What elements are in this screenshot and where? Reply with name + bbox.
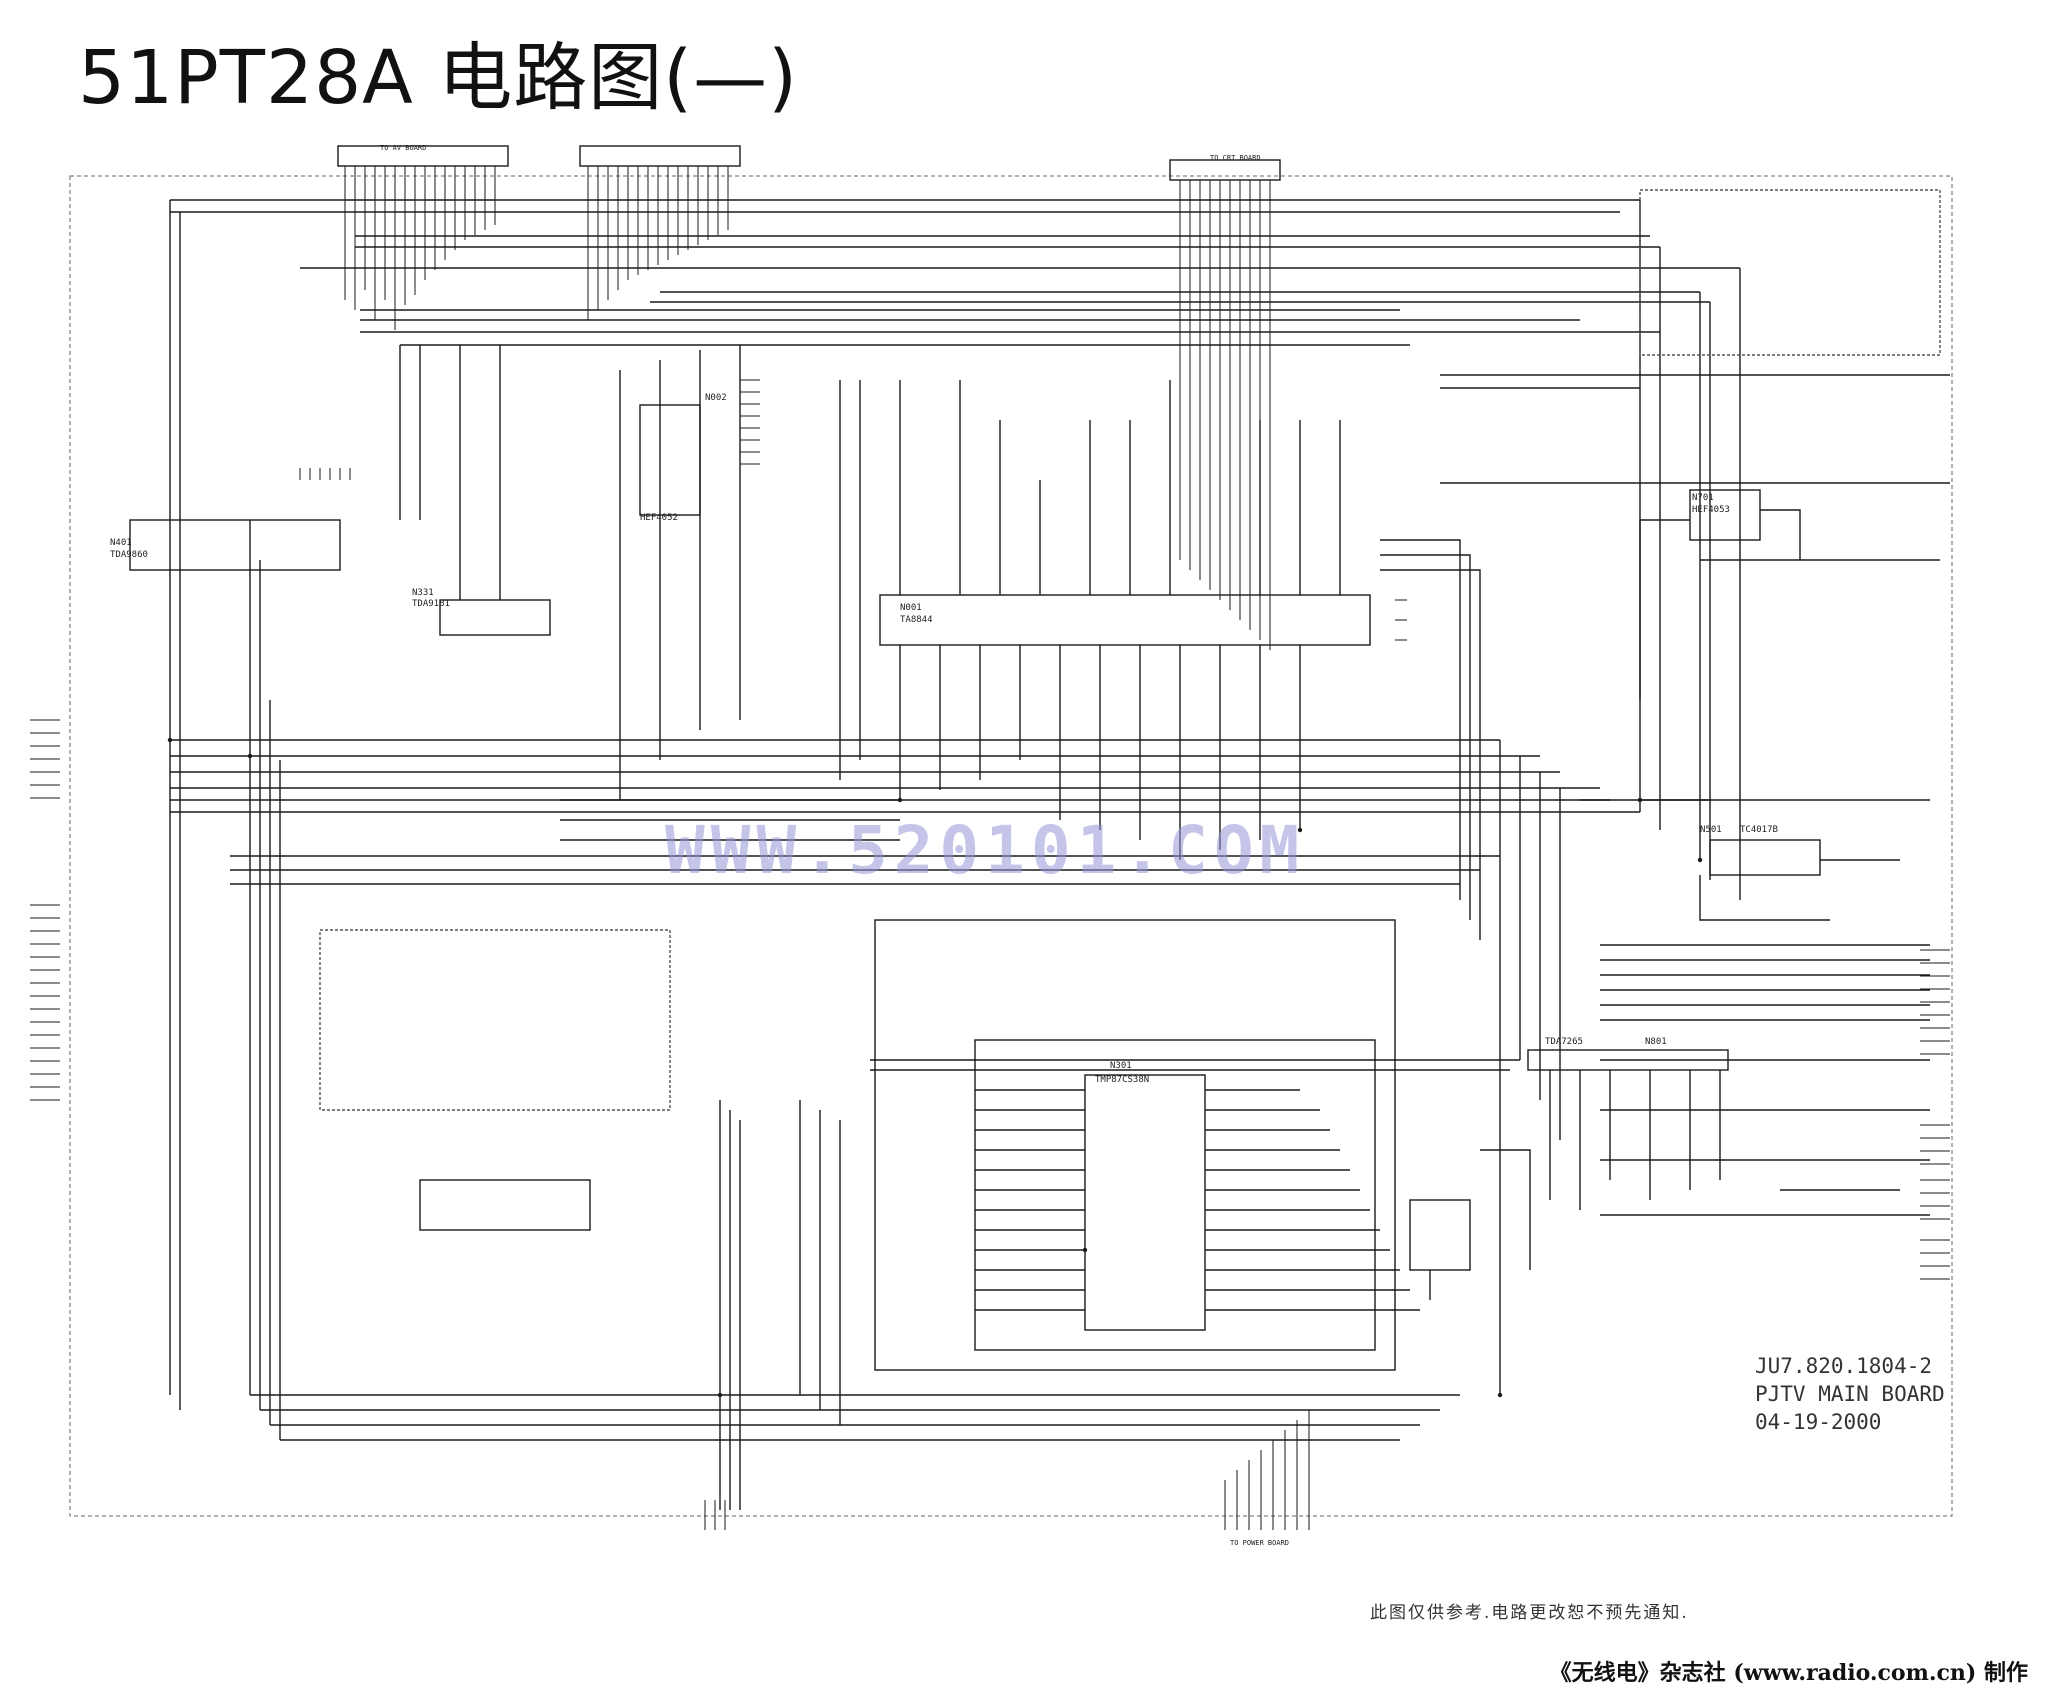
board-name: PJTV MAIN BOARD [1755,1382,1945,1406]
ic-ref-label: N501 [1700,825,1722,835]
ic-part-label: HEF4053 [1692,505,1730,515]
ic-part-label: HEF4052 [640,513,678,523]
page-title: 51PT28A 电路图(—) [78,35,799,121]
ic-part-label: TDA7265 [1545,1037,1583,1047]
ic-ref-label: N002 [705,393,727,403]
publisher-credit: 《无线电》杂志社 (www.radio.com.cn) 制作 [1549,1660,2028,1686]
board-date: 04-19-2000 [1755,1410,1882,1434]
ic-ref-label: N801 [1645,1037,1667,1047]
ic-ref-label: N001 [900,603,922,613]
connector-label-power-board: TO POWER BOARD [1230,1539,1289,1547]
watermark-text: WWW.520101.COM [665,812,1306,889]
ic-ref-label: N331 [412,588,434,598]
ic-ref-label: N301 [1110,1061,1132,1071]
disclaimer-note: 此图仅供参考.电路更改恕不预先通知. [1370,1603,1689,1623]
connector-label-av-board: TO AV BOARD [380,144,426,152]
ic-part-label: TDA9860 [110,550,148,560]
ic-ref-label: N401 [110,538,132,548]
board-part-number: JU7.820.1804-2 [1755,1354,1933,1378]
ic-part-label: TA8844 [900,615,933,625]
ic-part-label: TMP87CS38N [1095,1075,1149,1085]
connector-label-crt-board: TO CRT BOARD [1210,154,1261,162]
ic-part-label: TC4017B [1740,825,1778,835]
ic-ref-label: N701 [1692,493,1714,503]
ic-part-label: TDA9181 [412,599,450,609]
